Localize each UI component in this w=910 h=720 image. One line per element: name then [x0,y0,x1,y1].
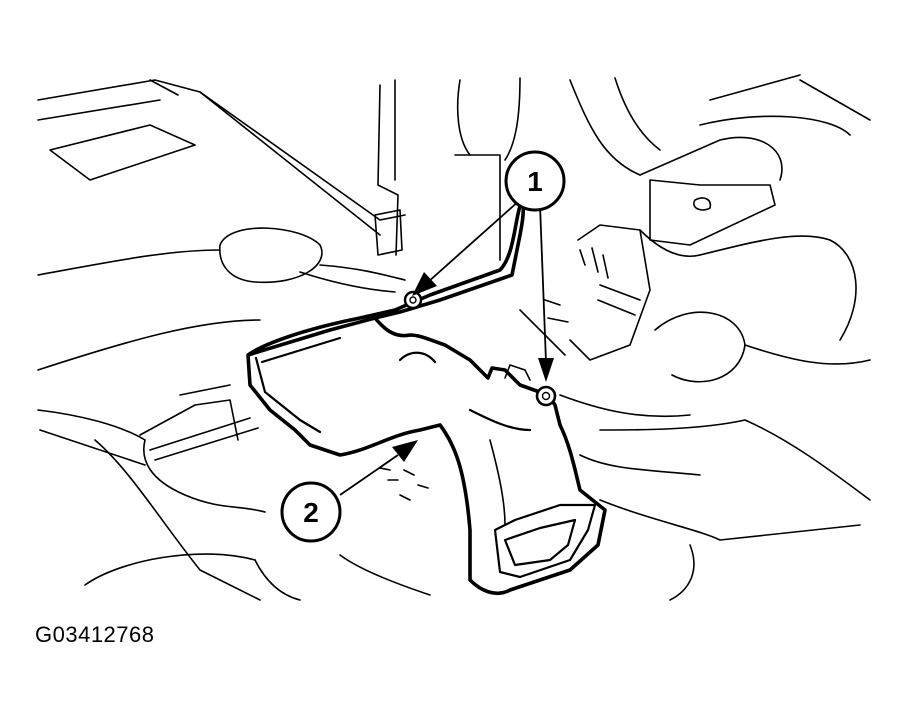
callout-2-label: 2 [303,497,319,528]
arrowhead-icon [538,358,554,382]
callout-1-label: 1 [527,166,543,197]
callout-2: 2 [280,481,342,543]
arrowhead-icon [392,440,418,462]
callout-1: 1 [504,150,566,212]
leader-lines [339,199,554,496]
arrowhead-icon [412,272,437,296]
background-structure [37,74,871,601]
figure-code: G03412768 [35,622,155,647]
screw-left [403,290,423,310]
screw-right [535,385,557,407]
air-duct [246,198,607,596]
